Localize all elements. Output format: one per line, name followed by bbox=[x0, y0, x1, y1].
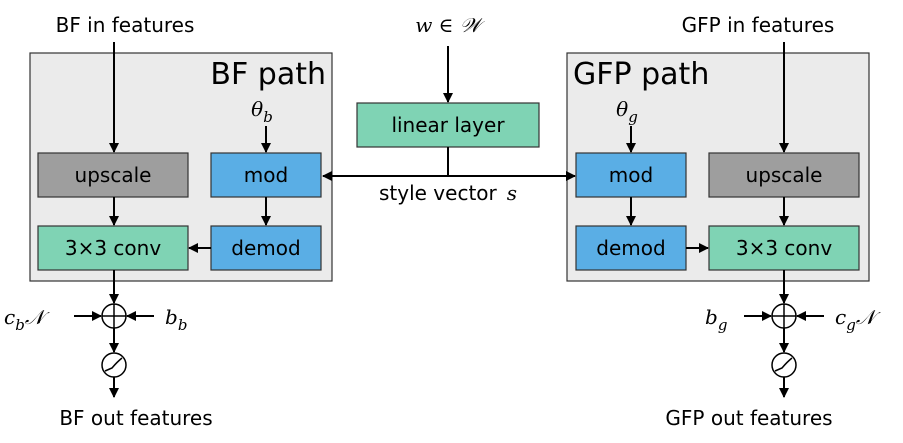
bf-activation-icon bbox=[104, 357, 123, 372]
gfp-demod-label: demod bbox=[596, 236, 665, 260]
cb-symbol: c bbox=[4, 305, 15, 329]
theta-b-label: θb bbox=[251, 97, 273, 126]
cg-noise-N: 𝒩 bbox=[856, 305, 881, 329]
gfp-out-features-label: GFP out features bbox=[665, 406, 832, 430]
gfp-conv-box bbox=[708, 225, 860, 271]
bg-symbol: b bbox=[705, 305, 718, 329]
bf-noise-label: cb𝒩 bbox=[4, 305, 50, 334]
linear-layer-label: linear layer bbox=[391, 113, 505, 137]
bf-upscale-label: upscale bbox=[75, 163, 152, 187]
theta-b-subscript: b bbox=[263, 108, 273, 126]
bf-demod-box bbox=[210, 225, 322, 271]
gfp-conv-label: 3×3 conv bbox=[736, 236, 832, 260]
theta-b-symbol: θ bbox=[251, 97, 263, 121]
bf-upscale-box bbox=[37, 152, 189, 198]
cg-symbol: c bbox=[835, 305, 846, 329]
cb-subscript: b bbox=[15, 316, 25, 334]
gfp-mod-box bbox=[575, 152, 687, 198]
cg-subscript: g bbox=[846, 316, 856, 334]
style-vector-symbol: s bbox=[507, 181, 517, 205]
gfp-bias-label: bg bbox=[705, 305, 727, 334]
bb-symbol: b bbox=[165, 305, 178, 329]
theta-g-symbol: θ bbox=[616, 97, 628, 121]
theta-g-label: θg bbox=[616, 97, 638, 126]
linear-layer-box bbox=[356, 102, 540, 148]
bf-mod-box bbox=[210, 152, 322, 198]
bf-out-features-label: BF out features bbox=[59, 406, 212, 430]
gfp-activation-icon bbox=[774, 357, 793, 372]
bf-mod-label: mod bbox=[244, 163, 288, 187]
bb-subscript: b bbox=[178, 316, 188, 334]
gfp-in-features-label: GFP in features bbox=[682, 13, 835, 37]
style-vector-text: style vector bbox=[379, 181, 498, 205]
gfp-mod-label: mod bbox=[609, 163, 653, 187]
gfp-demod-box bbox=[575, 225, 687, 271]
bf-conv-label: 3×3 conv bbox=[65, 236, 161, 260]
bf-bias-label: bb bbox=[165, 305, 187, 334]
bf-in-features-label: BF in features bbox=[56, 13, 195, 37]
gfp-noise-label: cg𝒩 bbox=[835, 305, 881, 334]
gfp-upscale-label: upscale bbox=[746, 163, 823, 187]
theta-g-subscript: g bbox=[628, 108, 638, 126]
style-vector-label: style vector s bbox=[379, 181, 517, 205]
bg-subscript: g bbox=[718, 316, 728, 334]
w-latent-label: w ∈ 𝒲 bbox=[415, 13, 486, 37]
bf-conv-box bbox=[37, 225, 189, 271]
bf-path-title: BF path bbox=[210, 57, 326, 92]
cb-noise-N: 𝒩 bbox=[25, 305, 50, 329]
gfp-path-title: GFP path bbox=[573, 57, 709, 92]
bf-demod-label: demod bbox=[231, 236, 300, 260]
